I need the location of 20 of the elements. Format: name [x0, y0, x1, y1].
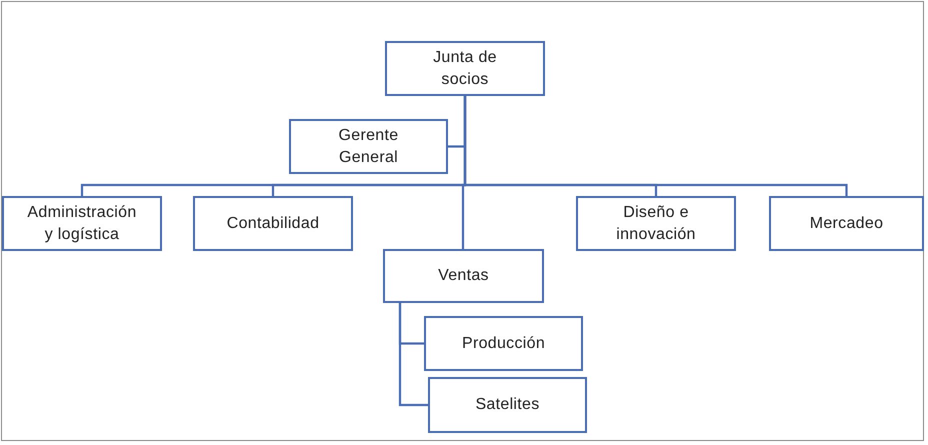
org-box	[2, 196, 162, 251]
box-label: Administración y logística	[26, 202, 138, 244]
org-box	[289, 119, 448, 174]
org-box	[769, 196, 924, 251]
org-box	[424, 316, 583, 371]
box-label: Producción	[462, 334, 546, 354]
box-label: Junta de socios	[432, 48, 498, 90]
org-box	[428, 377, 587, 433]
box-label: Contabilidad	[226, 214, 320, 234]
org-box	[383, 249, 544, 303]
org-box	[385, 41, 545, 96]
box-label: Mercadeo	[810, 214, 884, 234]
org-box	[193, 196, 353, 251]
box-label: Satelites	[475, 395, 540, 415]
connector-line	[464, 96, 848, 196]
connector-line	[398, 303, 428, 406]
box-label: Diseño e innovación	[615, 202, 697, 244]
box-label: Ventas	[438, 266, 489, 286]
org-box	[576, 196, 736, 251]
box-label: Gerente General	[338, 126, 400, 168]
